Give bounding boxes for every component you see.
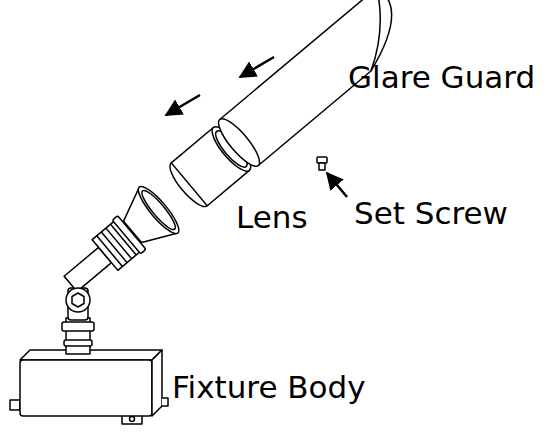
riser-collar	[64, 340, 92, 346]
body-side	[152, 350, 162, 416]
part-label: Fixture Body	[172, 372, 366, 403]
set-screw	[319, 163, 325, 170]
mount-tab	[162, 398, 168, 406]
thread-line	[101, 232, 127, 263]
leader-arrow	[327, 173, 347, 197]
glare-guard-opening	[332, 0, 415, 71]
body-front	[20, 360, 152, 416]
thread-line	[97, 236, 123, 267]
set-screw	[317, 157, 327, 163]
mount-tab	[10, 400, 20, 410]
part-label: Set Screw	[354, 198, 508, 229]
part-label: Lens	[236, 202, 308, 233]
part-label: Glare Guard	[348, 62, 535, 93]
assembly-arrow	[166, 95, 200, 115]
glare-guard-end	[213, 114, 265, 172]
lens-back	[164, 163, 207, 212]
mount-hole	[130, 417, 135, 422]
reflector-face	[138, 187, 179, 233]
knuckle-bolt	[66, 288, 90, 312]
assembly-arrow	[240, 57, 274, 77]
riser-collar	[62, 322, 94, 331]
reflector-rim	[133, 182, 184, 238]
body-top	[20, 350, 162, 360]
hex-socket	[72, 293, 84, 307]
